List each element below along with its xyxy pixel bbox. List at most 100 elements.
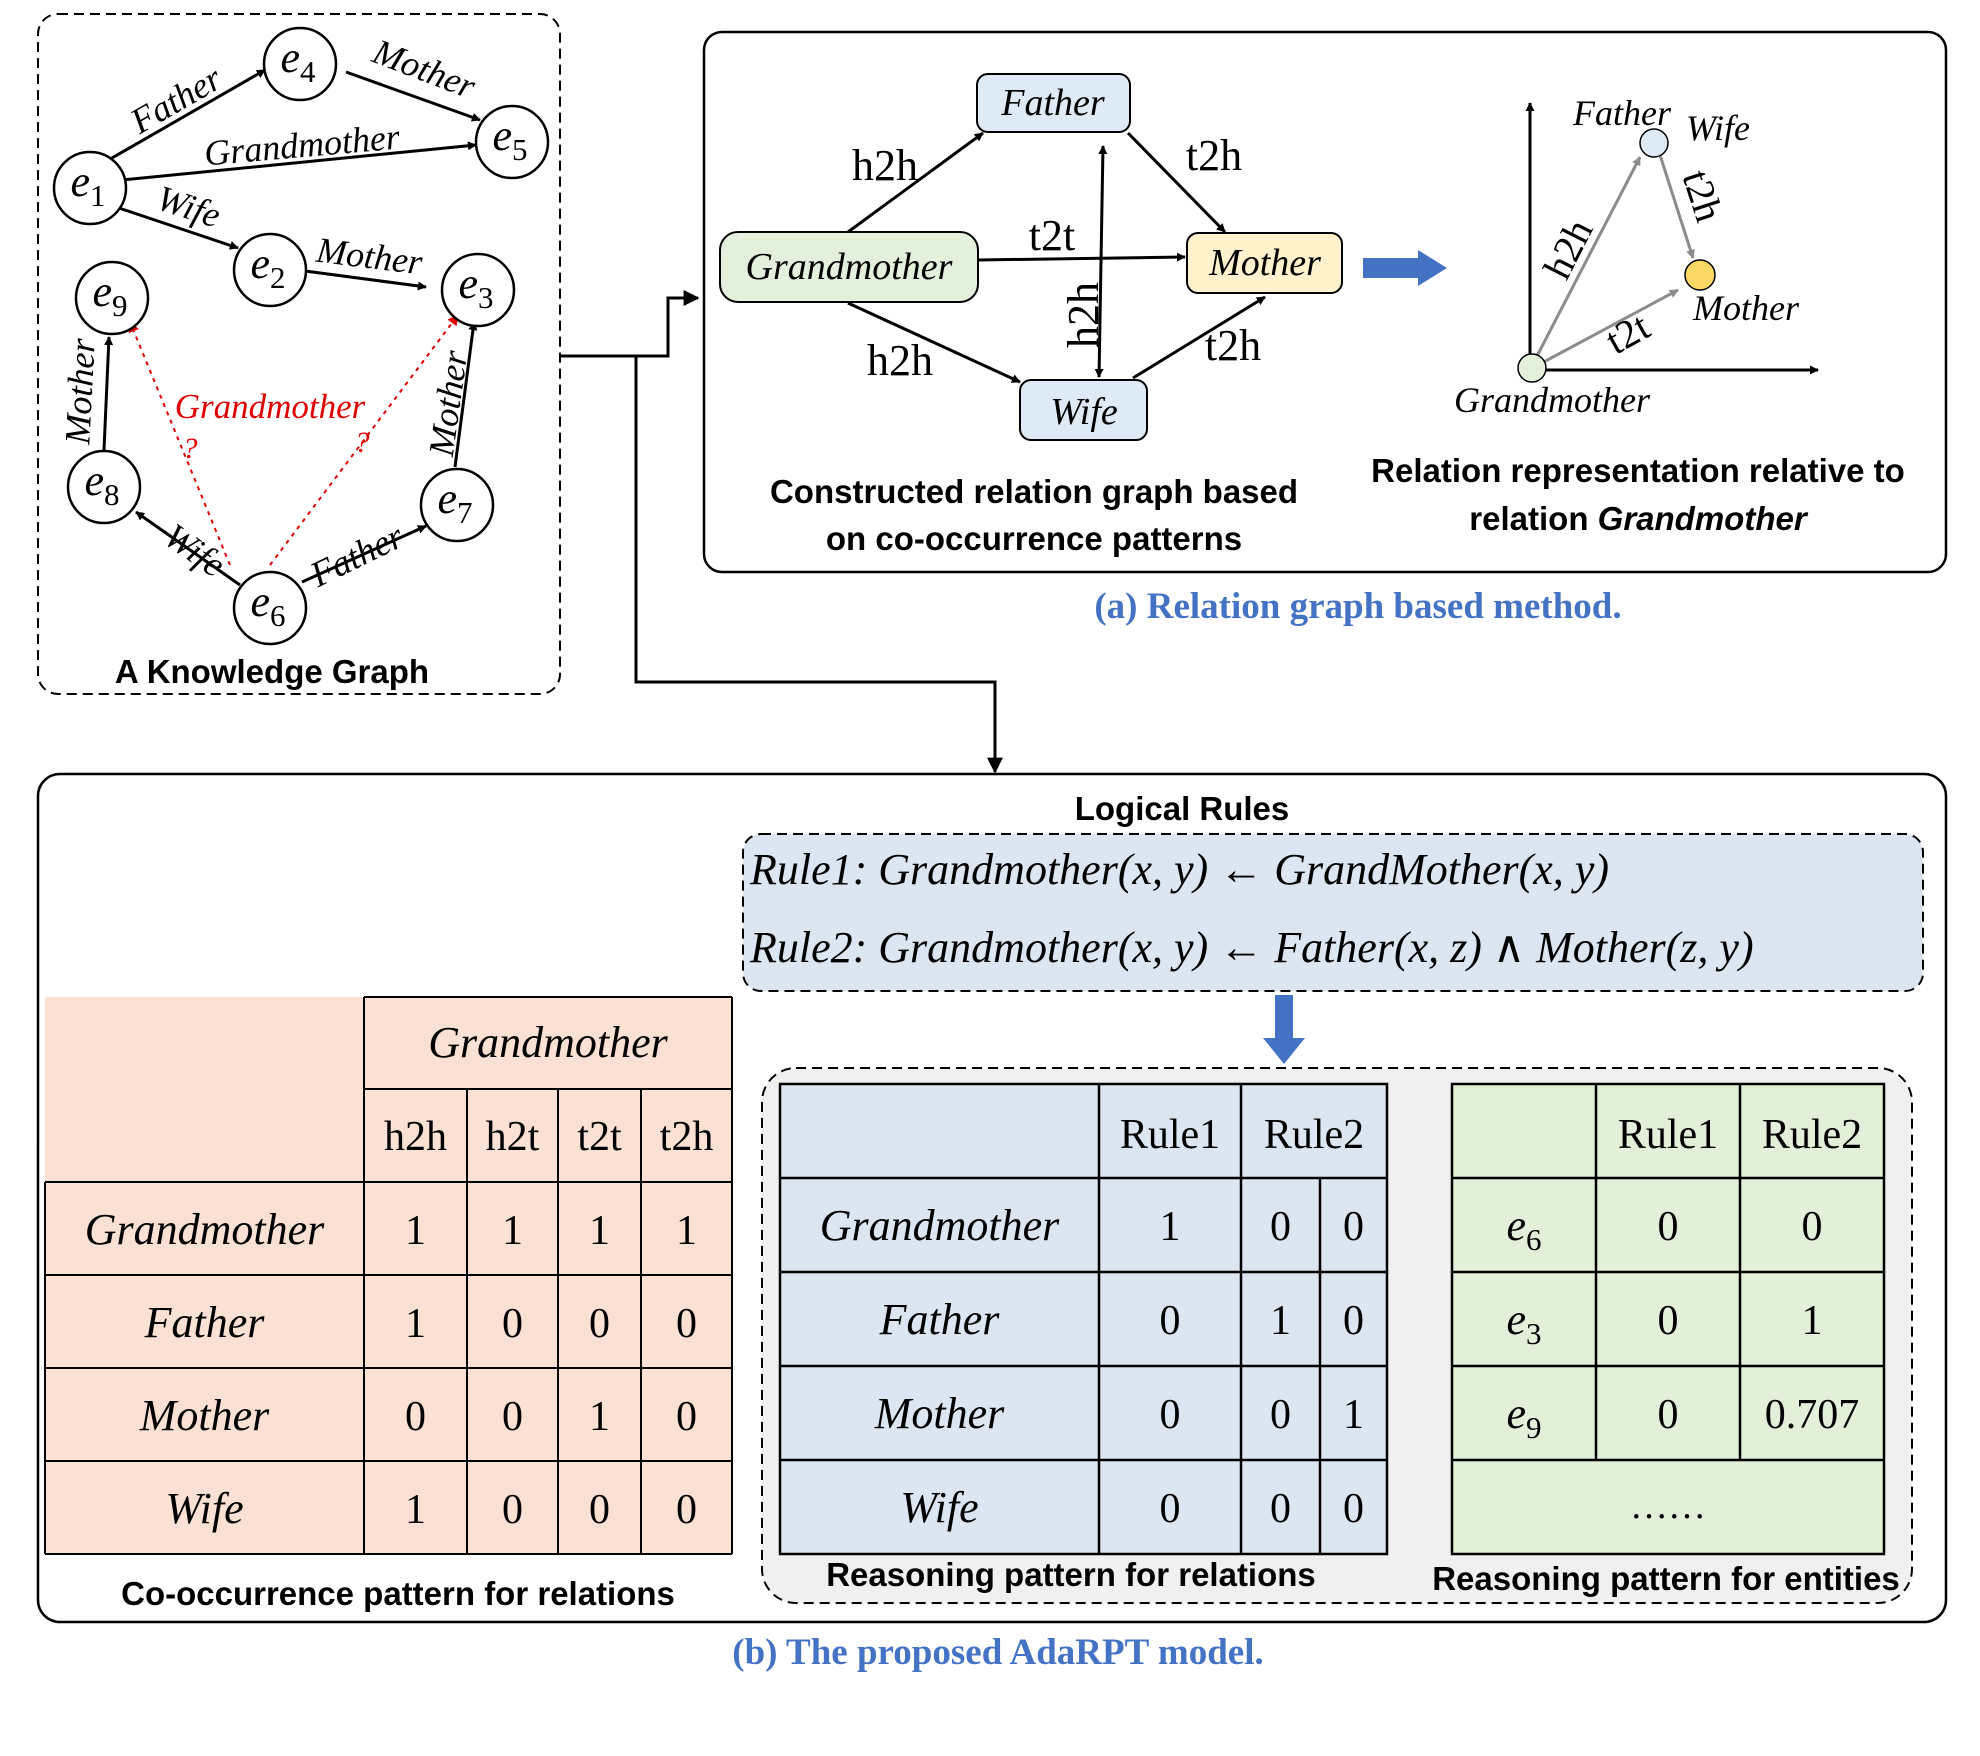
kg-node-e3: e3: [440, 252, 516, 328]
repr-caption-prefix: relation: [1469, 500, 1597, 537]
cooc-cell: 0: [676, 1301, 697, 1347]
section-a-panel: Father Grandmother Mother Wife h2h t2h t…: [702, 30, 1948, 574]
kg-label-wife-2: Wife: [157, 515, 232, 584]
rg-node-father: Father: [976, 73, 1131, 133]
repr-caption-line1: Relation representation relative to: [1371, 452, 1905, 489]
kg-label-father-2: Father: [303, 515, 410, 595]
rel-row-label: Mother: [874, 1389, 1005, 1438]
cooc-cell: 0: [676, 1394, 697, 1440]
ent-row-label-subscript: 6: [1526, 1222, 1542, 1257]
ent-header-rule1: Rule1: [1618, 1112, 1718, 1158]
knowledge-graph-panel: Father Mother Grandmother Wife Mother Mo…: [37, 13, 561, 695]
rel-row-label: Wife: [900, 1483, 978, 1532]
rel-cell: 0: [1343, 1298, 1364, 1344]
cooc-cell: 1: [589, 1394, 610, 1440]
ent-row-label-letter: e: [1506, 1201, 1526, 1250]
rel-cell: 1: [1343, 1392, 1364, 1438]
kg-border: [37, 13, 561, 695]
rel-cell: 0: [1270, 1486, 1291, 1532]
kg-node-e3-label: e3: [458, 259, 493, 315]
repr-caption-italic: Grandmother: [1598, 500, 1809, 537]
cooc-group-header: Grandmother: [428, 1018, 668, 1067]
rg-edge-t2t: [977, 252, 1186, 262]
repr-point-mother: [1684, 259, 1716, 291]
rg-edge-h2h-vertical: [1094, 145, 1108, 378]
rel-cell: 0: [1270, 1392, 1291, 1438]
kg-node-e1-circle: [52, 150, 128, 226]
kg-node-e2-label-letter: e: [250, 239, 270, 288]
ent-row-label-subscript: 9: [1526, 1410, 1542, 1445]
kg-node-e8-label: e8: [84, 456, 119, 512]
kg-node-e9-circle: [74, 260, 150, 336]
repr-label-grandmother: Grandmother: [1454, 380, 1651, 420]
rule-1: Rule1: Grandmother(x, y) ← GrandMother(x…: [749, 845, 1609, 894]
cooc-col-h2h: h2h: [384, 1114, 447, 1160]
blue-transform-arrow: [1363, 250, 1447, 286]
cooc-cell: 0: [405, 1394, 426, 1440]
ent-cell: 0: [1802, 1204, 1823, 1250]
kg-node-e6-circle: [232, 570, 308, 646]
cooc-col-h2t: h2t: [486, 1114, 540, 1160]
kg-node-e5-circle: [474, 104, 550, 180]
kg-node-e3-label-subscript: 3: [478, 280, 494, 315]
rg-label-h2h-vertical: h2h: [1059, 282, 1108, 348]
rg-caption-line2: on co-occurrence patterns: [826, 520, 1242, 557]
kg-node-e1: e1: [52, 150, 128, 226]
cooc-cell: 0: [589, 1487, 610, 1533]
rg-node-wife-label: Wife: [1050, 391, 1118, 433]
rules-title: Logical Rules: [1075, 790, 1290, 827]
ent-cell: 0: [1658, 1204, 1679, 1250]
ent-row-label: e9: [1506, 1389, 1541, 1445]
kg-node-e2-label-subscript: 2: [270, 260, 286, 295]
rules-box: [742, 833, 1924, 992]
repr-vector-t2t: [1539, 288, 1679, 366]
repr-point-grandmother: [1517, 353, 1547, 383]
repr-label-mother: Mother: [1692, 288, 1800, 328]
rel-cell: 0: [1343, 1486, 1364, 1532]
cooc-cell: 0: [589, 1301, 610, 1347]
rg-node-grandmother-label: Grandmother: [746, 246, 953, 288]
rel-row-label: Grandmother: [820, 1201, 1060, 1250]
kg-node-e5-label: e5: [492, 111, 527, 167]
kg-label-mother-3: Mother: [57, 336, 103, 446]
cooc-row-label: Mother: [139, 1391, 270, 1440]
kg-query-edge-e6-e9: [128, 320, 231, 566]
kg-node-e7-circle: [419, 467, 495, 543]
section-b-caption: (b) The proposed AdaRPT model.: [732, 1632, 1263, 1673]
kg-label-grandmother: Grandmother: [203, 116, 403, 173]
rel-cell: 0: [1343, 1204, 1364, 1250]
kg-node-e8-label-letter: e: [84, 456, 104, 505]
connector-to-a: [560, 290, 700, 358]
cooc-col-t2h: t2h: [660, 1114, 714, 1160]
kg-node-e1-label-letter: e: [70, 157, 90, 206]
kg-node-e4-label: e4: [280, 33, 316, 89]
kg-node-e4-label-subscript: 4: [300, 54, 316, 89]
kg-edge-e1-e5: [121, 141, 477, 182]
kg-node-e1-label-subscript: 1: [90, 178, 106, 213]
cooc-cell: 1: [405, 1208, 426, 1254]
kg-label-father-1: Father: [123, 57, 230, 142]
repr-caption-line2: relation Grandmother: [1469, 500, 1809, 537]
cooc-row-label: Father: [144, 1298, 266, 1347]
kg-node-e6-label-letter: e: [250, 577, 270, 626]
cooc-cell: 1: [589, 1208, 610, 1254]
rg-label-t2h-mother: t2h: [1186, 131, 1242, 180]
rg-edge-t2h-mother: [1126, 131, 1227, 234]
rel-cell: 1: [1160, 1204, 1181, 1250]
section-a-caption: (a) Relation graph based method.: [1094, 586, 1621, 627]
kg-node-e4: e4: [262, 26, 338, 102]
kg-label-wife-1: Wife: [152, 178, 225, 236]
ent-cell: 0.707: [1765, 1392, 1860, 1438]
cooc-row-label: Wife: [165, 1484, 243, 1533]
kg-node-e9-label-letter: e: [92, 267, 112, 316]
ent-cell: 1: [1802, 1298, 1823, 1344]
rg-caption-line1: Constructed relation graph based: [770, 473, 1298, 510]
kg-edge-e1-e4: [104, 68, 266, 164]
repr-label-wife: Wife: [1686, 108, 1750, 148]
kg-edge-e1-e2: [109, 203, 239, 250]
kg-node-e9: e9: [74, 260, 150, 336]
